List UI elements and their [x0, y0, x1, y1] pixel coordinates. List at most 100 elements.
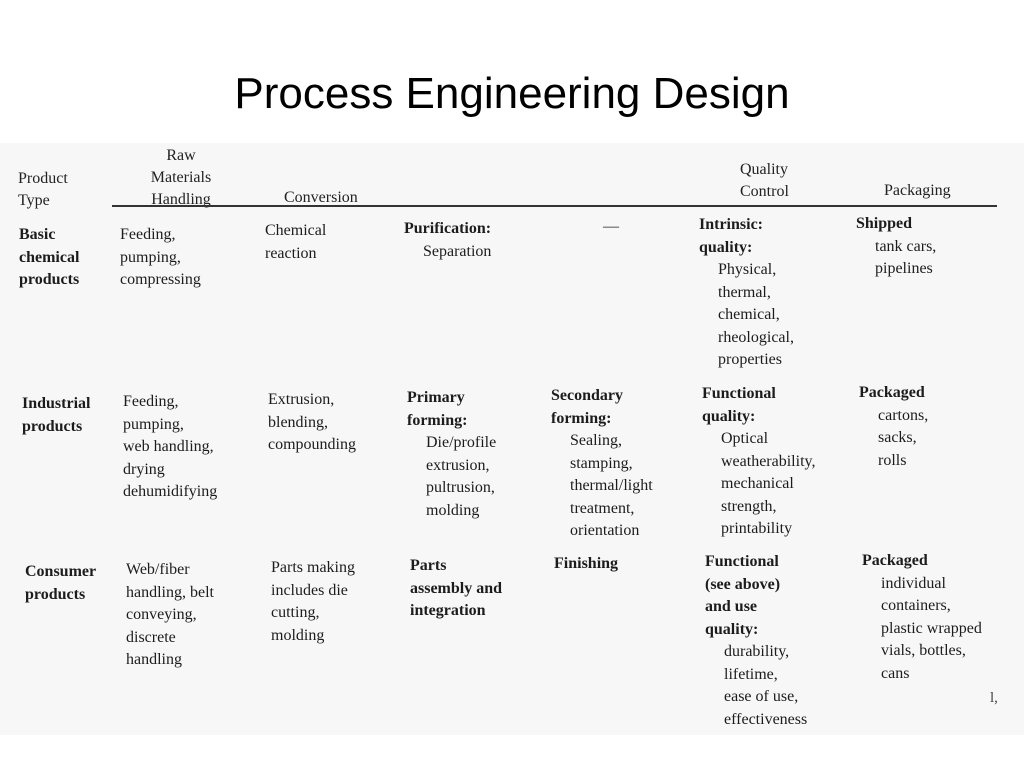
- row-basic-quality: Intrinsic: quality: Physical, thermal, c…: [699, 214, 794, 372]
- cell-heading: integration: [410, 602, 486, 619]
- cell-line: sacks,: [878, 429, 917, 446]
- cell-line: handling, belt: [126, 583, 214, 601]
- cell-line: rheological,: [718, 328, 794, 346]
- row-label-line: chemical: [19, 248, 80, 266]
- cell-line: web handling,: [123, 438, 214, 455]
- cell-line: Physical,: [718, 261, 777, 278]
- cell-line: pipelines: [875, 260, 933, 277]
- row-industrial-conversion: Extrusion, blending, compounding: [268, 389, 356, 457]
- cell-line: Die/profile: [426, 434, 497, 451]
- cell-heading: Functional: [705, 553, 779, 570]
- cell-line: strength,: [721, 497, 777, 515]
- edge-mark: l,: [990, 690, 998, 706]
- cell-line: extrusion,: [426, 456, 490, 474]
- slide-title: Process Engineering Design: [234, 69, 790, 118]
- cell-line: mechanical: [721, 475, 794, 492]
- cell-line: Optical: [721, 430, 769, 447]
- cell-heading: quality:: [702, 407, 756, 425]
- cell-heading: Packaged: [859, 384, 925, 401]
- header-rule: [112, 205, 997, 207]
- cell-line: blending,: [268, 413, 328, 431]
- cell-line: orientation: [570, 522, 640, 539]
- cell-heading: Purification:: [404, 220, 492, 237]
- cell-heading: Secondary: [551, 387, 623, 404]
- cell-line: Feeding,: [123, 393, 179, 410]
- cell-heading: Shipped: [856, 215, 913, 232]
- cell-heading: assembly and: [410, 579, 503, 597]
- cell-line: Feeding,: [120, 226, 176, 243]
- cell-line: Sealing,: [570, 432, 622, 449]
- row-basic-label: Basic chemical products: [19, 224, 79, 292]
- cell-heading: quality:: [705, 620, 759, 638]
- cell-line: reaction: [265, 244, 317, 262]
- header-raw-materials: Raw Materials Handling: [150, 147, 212, 208]
- cell-line: rolls: [878, 451, 907, 469]
- cell-line: treatment,: [570, 499, 635, 517]
- row-industrial-quality: Functional quality: Optical weatherabili…: [702, 383, 815, 541]
- cell-line: discrete: [126, 628, 176, 646]
- row-consumer-conversion: Parts making includes die cutting, moldi…: [271, 557, 355, 647]
- cell-line: conveying,: [126, 606, 197, 623]
- row-label-line: Consumer: [25, 563, 97, 580]
- row-industrial-stage4: Secondary forming: Sealing, stamping, th…: [551, 385, 653, 543]
- cell-line: lifetime,: [724, 665, 778, 683]
- row-consumer-stage4: Finishing: [554, 553, 618, 576]
- row-label-line: Industrial: [22, 395, 91, 412]
- row-industrial-packaging: Packaged cartons, sacks, rolls: [859, 382, 928, 472]
- row-basic-packaging: Shipped tank cars, pipelines: [856, 213, 936, 281]
- cell-line: thermal,: [718, 283, 771, 301]
- cell-line: weatherability,: [721, 452, 816, 470]
- row-consumer-quality: Functional (see above) and use quality: …: [705, 551, 807, 731]
- cell-line: Parts making: [271, 559, 355, 576]
- row-industrial-label: Industrial products: [22, 393, 90, 438]
- cell-heading: Functional: [702, 385, 776, 402]
- cell-heading: Packaged: [862, 552, 928, 569]
- cell-heading: (see above): [705, 575, 781, 593]
- header-packaging: Packaging: [884, 182, 951, 199]
- cell-line: compounding: [268, 436, 356, 453]
- cell-line: Chemical: [265, 222, 327, 239]
- row-label-line: Basic: [19, 226, 56, 243]
- cell-line: pultrusion,: [426, 479, 495, 496]
- header-quality-control: Quality Control: [740, 161, 789, 200]
- cell-line: cutting,: [271, 604, 320, 621]
- cell-heading: Parts: [410, 557, 447, 574]
- cell-line: cartons,: [878, 406, 929, 424]
- cell-line: pumping,: [123, 415, 184, 433]
- row-consumer-raw: Web/fiber handling, belt conveying, disc…: [126, 559, 214, 672]
- cell-line: plastic wrapped: [881, 619, 982, 637]
- cell-line: effectiveness: [724, 710, 808, 728]
- cell-heading: Finishing: [554, 555, 619, 572]
- cell-heading: Primary: [407, 389, 465, 406]
- cell-line: properties: [718, 351, 782, 368]
- cell-line: pumping,: [120, 248, 181, 266]
- header-conversion: Conversion: [284, 189, 358, 206]
- cell-line: cans: [881, 664, 910, 682]
- cell-line: individual: [881, 574, 946, 592]
- row-basic-raw: Feeding, pumping, compressing: [120, 224, 201, 292]
- row-label-line: products: [22, 417, 83, 435]
- cell-line: chemical,: [718, 306, 780, 323]
- row-consumer-label: Consumer products: [25, 561, 96, 606]
- cell-line: vials, bottles,: [881, 642, 966, 659]
- header-product-type: Product Type: [18, 170, 68, 209]
- row-consumer-packaging: Packaged individual containers, plastic …: [862, 550, 982, 685]
- cell-line: Web/fiber: [126, 561, 190, 578]
- cell-line: tank cars,: [875, 237, 937, 255]
- cell-line: molding: [271, 626, 325, 644]
- cell-line: handling: [126, 651, 182, 668]
- cell-heading: forming:: [551, 409, 612, 427]
- row-basic-stage3: Purification: Separation: [404, 218, 491, 263]
- row-basic-conversion: Chemical reaction: [265, 220, 326, 265]
- cell-line: printability: [721, 520, 793, 537]
- cell-heading: Intrinsic:: [699, 216, 763, 233]
- cell-line: includes die: [271, 581, 348, 599]
- cell-heading: quality:: [699, 238, 753, 256]
- cell-heading: and use: [705, 598, 758, 615]
- row-label-line: products: [25, 585, 86, 603]
- cell-line: containers,: [881, 597, 951, 614]
- row-industrial-stage3: Primary forming: Die/profile extrusion, …: [407, 387, 496, 522]
- cell-line: drying: [123, 460, 165, 478]
- scanned-table-image: [0, 143, 1024, 735]
- cell-heading: forming:: [407, 411, 468, 429]
